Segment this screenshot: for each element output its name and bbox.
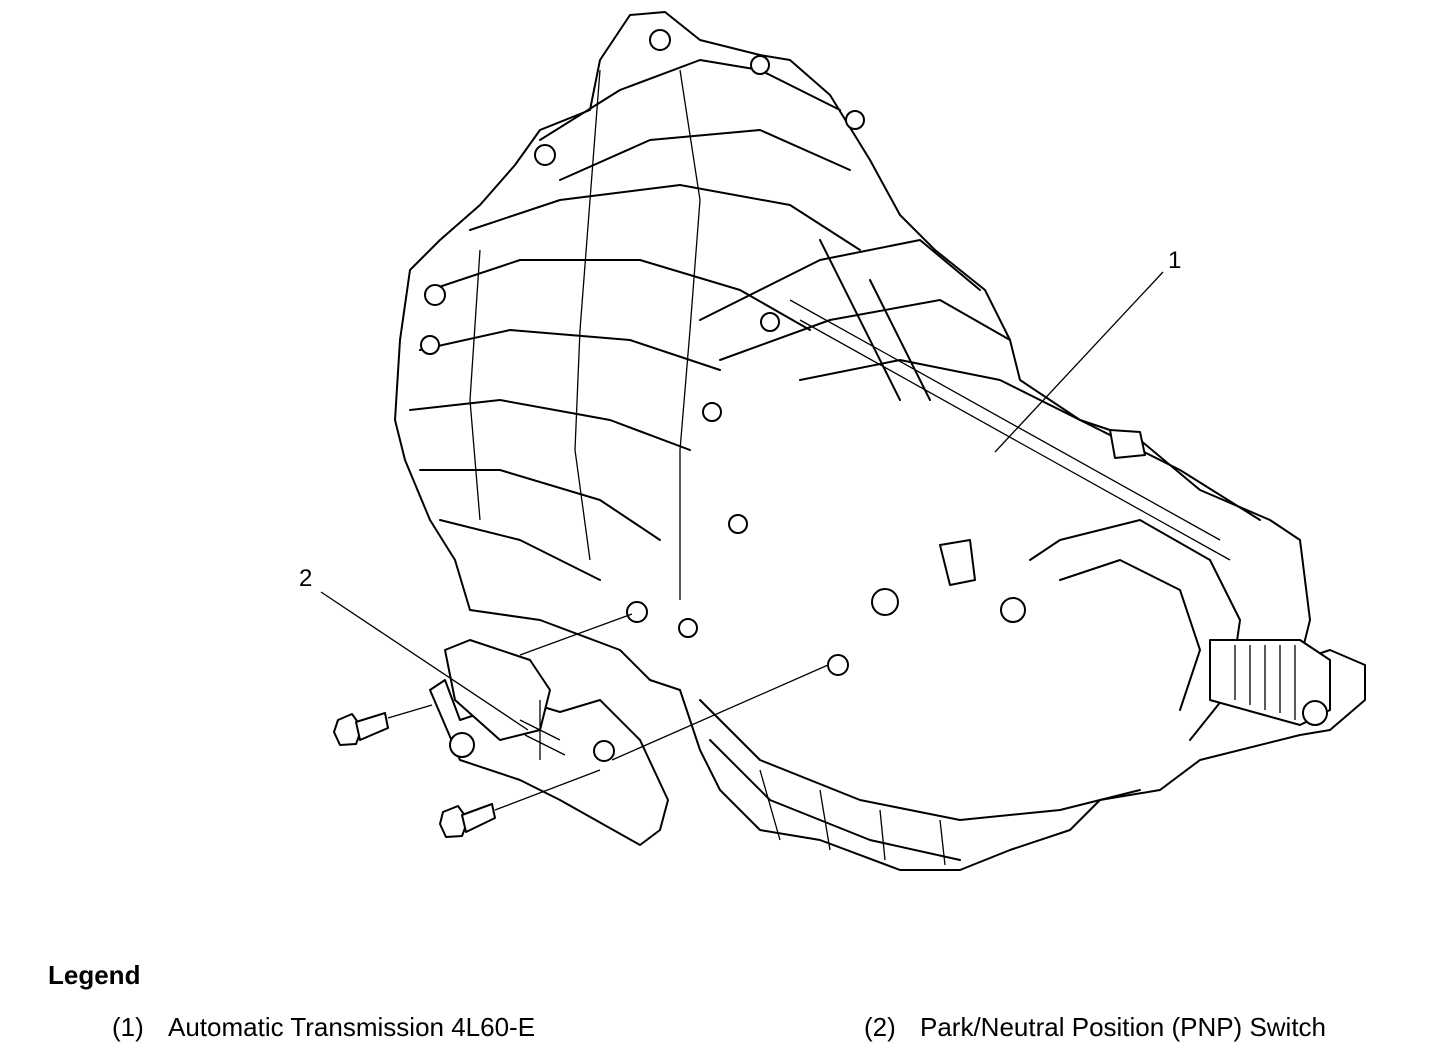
bolt-lower — [439, 803, 496, 838]
legend-item-1: (1) Automatic Transmission 4L60-E — [112, 1012, 535, 1043]
bolt-upper — [333, 712, 389, 746]
transmission-housing — [394, 11, 1366, 871]
legend-title: Legend — [48, 960, 141, 990]
alignment-lines — [387, 613, 829, 811]
leader-line-2 — [320, 591, 529, 731]
legend-item-number: (1) — [112, 1012, 144, 1042]
callout-1: 1 — [1168, 247, 1181, 274]
legend-item-text: Park/Neutral Position (PNP) Switch — [920, 1012, 1327, 1042]
legend-item-2: (2) Park/Neutral Position (PNP) Switch — [864, 1012, 1326, 1043]
callout-2: 2 — [299, 565, 312, 592]
legend-item-text: Automatic Transmission 4L60-E — [168, 1012, 536, 1042]
legend-item-number: (2) — [864, 1012, 896, 1042]
leader-line-1 — [994, 271, 1164, 453]
transmission-diagram: 1 2 — [299, 11, 1366, 871]
pnp-switch — [429, 639, 669, 846]
